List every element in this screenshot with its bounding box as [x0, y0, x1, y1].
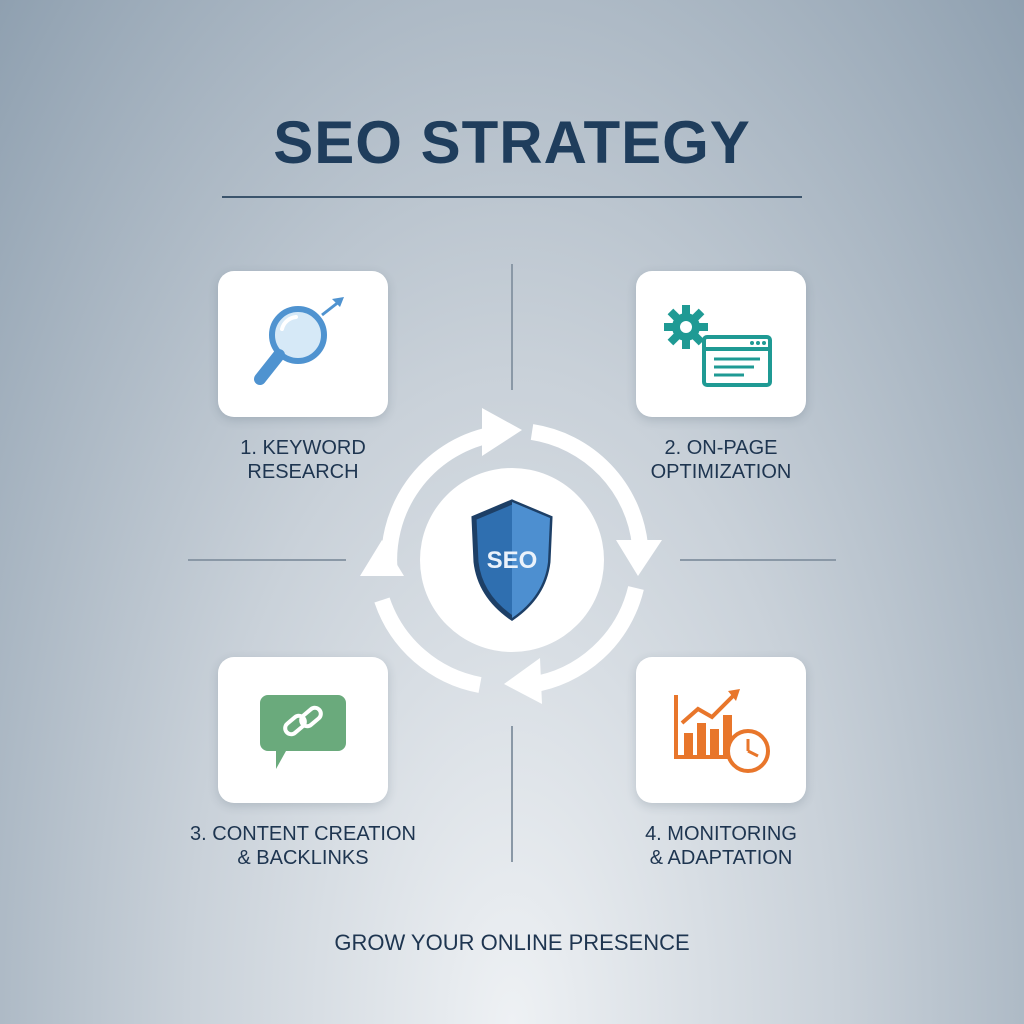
arrow-head-bottom — [504, 658, 542, 704]
shield-badge-text: SEO — [487, 547, 538, 574]
page-title: SEO STRATEGY — [273, 109, 751, 176]
divider-left — [188, 559, 346, 561]
divider-right — [680, 559, 836, 561]
arrow-head-top — [482, 408, 522, 456]
shield-icon: SEO — [471, 499, 553, 622]
step-label-content-backlinks: 3. CONTENT CREATION& BACKLINKS — [190, 823, 416, 869]
step-card-content-backlinks — [218, 657, 388, 803]
gear-webpage-icon — [664, 305, 772, 387]
step-card-keyword-research — [218, 271, 388, 417]
step-card-on-page-optimization — [636, 271, 806, 417]
magnifier-arrow-icon — [254, 297, 344, 385]
divider-bottom — [511, 726, 513, 862]
chart-clock-icon — [674, 689, 770, 773]
title-divider — [222, 196, 802, 198]
arrow-head-right — [616, 540, 662, 576]
step-card-monitoring-adaptation — [636, 657, 806, 803]
step-label-monitoring-adaptation: 4. MONITORING& ADAPTATION — [645, 823, 797, 869]
divider-top — [511, 264, 513, 390]
link-chat-icon — [260, 695, 346, 769]
cycle-arrows: SEO — [360, 408, 662, 704]
footer-tagline: GROW YOUR ONLINE PRESENCE — [334, 930, 690, 955]
arrow-head-left — [360, 540, 404, 576]
